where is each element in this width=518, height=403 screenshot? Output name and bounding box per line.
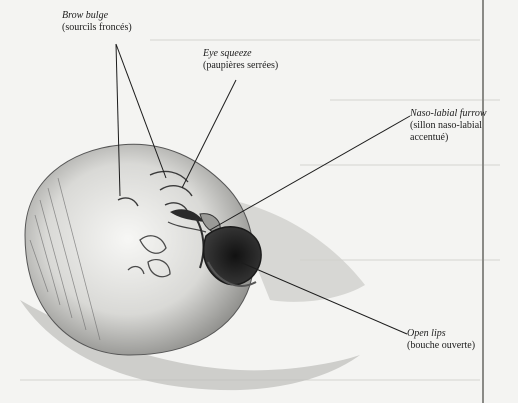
open-lips-gloss: (bouche ouverte) <box>407 340 475 352</box>
nasolabial-term: Naso-labial furrow <box>410 108 487 120</box>
eye-squeeze-gloss: (paupières serrées) <box>203 60 278 72</box>
label-nasolabial-furrow: Naso-labial furrow (sillon naso-labial a… <box>410 108 487 144</box>
brow-bulge-gloss: (sourcils froncés) <box>62 22 132 34</box>
open-lips-term: Open lips <box>407 328 475 340</box>
label-brow-bulge: Brow bulge (sourcils froncés) <box>62 10 132 34</box>
label-eye-squeeze: Eye squeeze (paupières serrées) <box>203 48 278 72</box>
nasolabial-gloss-line2: accentué) <box>410 132 487 144</box>
brow-bulge-term: Brow bulge <box>62 10 132 22</box>
eye-squeeze-term: Eye squeeze <box>203 48 278 60</box>
label-open-lips: Open lips (bouche ouverte) <box>407 328 475 352</box>
nasolabial-gloss-line1: (sillon naso-labial <box>410 120 487 132</box>
